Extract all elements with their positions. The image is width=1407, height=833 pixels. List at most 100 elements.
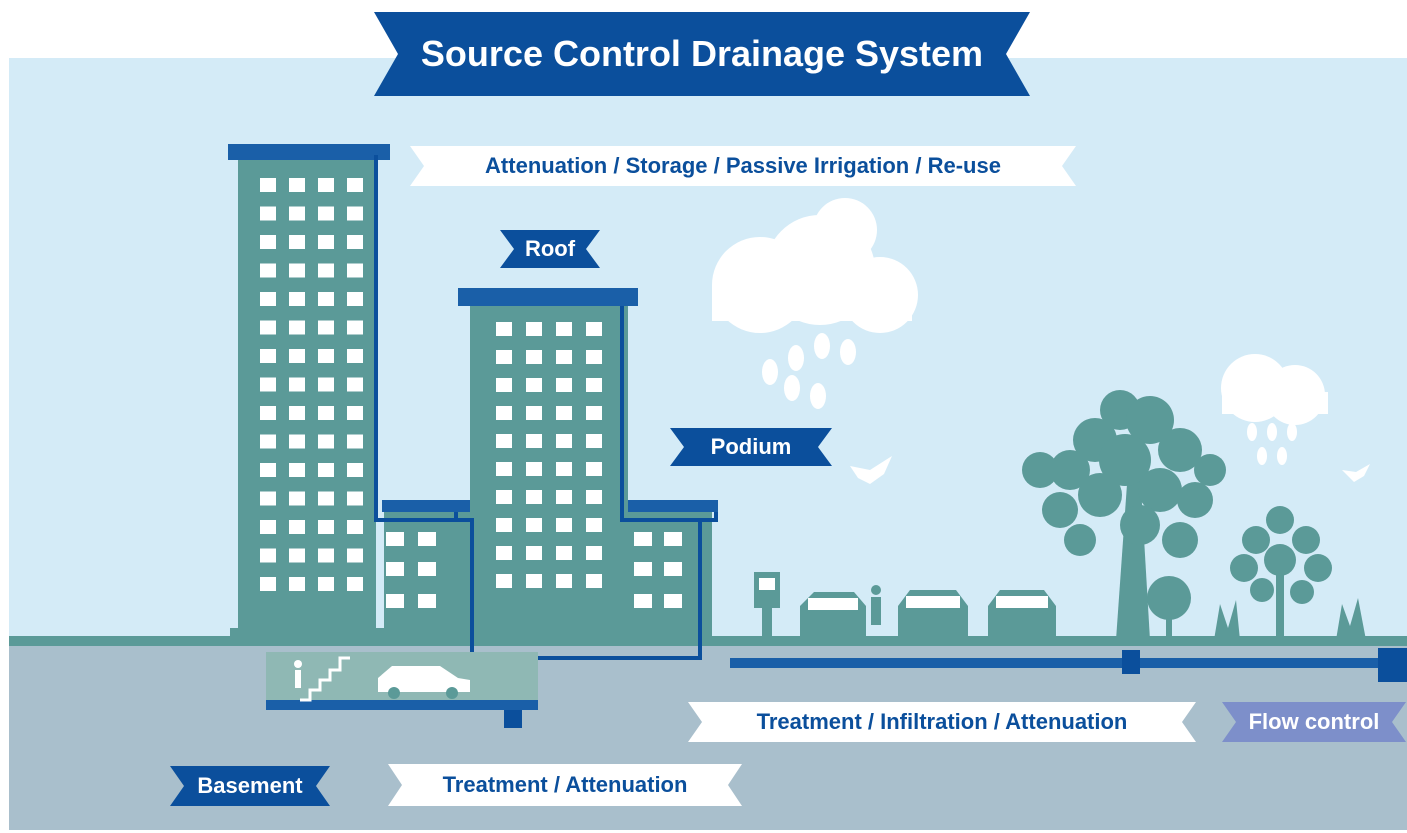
window (260, 548, 276, 563)
window (586, 378, 602, 392)
window (260, 377, 276, 392)
window (318, 463, 334, 477)
window (496, 434, 512, 448)
window (289, 349, 305, 363)
window (289, 434, 305, 449)
window (347, 491, 363, 506)
person-icon (294, 660, 302, 668)
window (526, 574, 542, 588)
window (260, 349, 276, 363)
window (289, 491, 305, 506)
car-icon (988, 590, 1056, 640)
tree-icon (1147, 576, 1191, 640)
window (260, 320, 276, 335)
grass-icon (1214, 598, 1366, 640)
window (289, 463, 305, 477)
window (586, 518, 602, 532)
person-icon (871, 585, 881, 625)
window (586, 462, 602, 476)
basement (266, 652, 538, 728)
window (586, 322, 602, 336)
tree-icon (1022, 390, 1226, 640)
window (347, 349, 363, 363)
window (526, 518, 542, 532)
window (289, 320, 305, 335)
window (318, 349, 334, 363)
window (526, 434, 542, 448)
window (260, 434, 276, 449)
window (260, 292, 276, 306)
window (556, 322, 572, 336)
window (526, 350, 542, 364)
cloud-rain-icon (712, 215, 918, 409)
window (318, 206, 334, 221)
window (496, 406, 512, 420)
window (586, 546, 602, 560)
window (556, 350, 572, 364)
window (496, 322, 512, 336)
window (556, 378, 572, 392)
page-title: Source Control Drainage System (374, 12, 1030, 96)
window (318, 406, 334, 420)
middle-tower (458, 288, 638, 642)
window (318, 377, 334, 392)
window (260, 491, 276, 506)
window (586, 406, 602, 420)
window (496, 350, 512, 364)
window (289, 406, 305, 420)
window (289, 292, 305, 306)
window (556, 490, 572, 504)
window (496, 546, 512, 560)
drain-pipes (374, 155, 718, 660)
window (318, 235, 334, 249)
window (347, 235, 363, 249)
bird-icon (1342, 464, 1370, 482)
low-block-left (382, 500, 474, 642)
tree-icon (1230, 506, 1332, 640)
window (318, 491, 334, 506)
window (347, 263, 363, 278)
flow-chamber-1 (1122, 650, 1140, 674)
window (260, 178, 276, 192)
label-flow-control: Flow control (1222, 702, 1406, 742)
window (496, 462, 512, 476)
window (260, 206, 276, 221)
window (526, 462, 542, 476)
window (347, 434, 363, 449)
infiltration-trench (730, 658, 1390, 668)
tower-windows (260, 178, 363, 591)
window (260, 463, 276, 477)
cloud-rain-icon (1221, 354, 1328, 465)
window (318, 520, 334, 534)
window (260, 263, 276, 278)
window (526, 406, 542, 420)
window (556, 574, 572, 588)
window (318, 320, 334, 335)
window (347, 292, 363, 306)
window (289, 235, 305, 249)
window (260, 406, 276, 420)
window (347, 463, 363, 477)
window (318, 178, 334, 192)
label-attenuation-storage: Attenuation / Storage / Passive Irrigati… (410, 146, 1076, 186)
window (289, 263, 305, 278)
window (526, 490, 542, 504)
window (347, 577, 363, 591)
label-treatment-attenuation: Treatment / Attenuation (388, 764, 742, 806)
window (496, 574, 512, 588)
window (347, 548, 363, 563)
window (526, 322, 542, 336)
window (347, 406, 363, 420)
window (526, 378, 542, 392)
window (260, 520, 276, 534)
window (556, 546, 572, 560)
window (526, 546, 542, 560)
window (347, 520, 363, 534)
window (586, 574, 602, 588)
label-basement: Basement (170, 766, 330, 806)
window (289, 206, 305, 221)
window (556, 434, 572, 448)
parking-meter-icon (754, 572, 780, 640)
window (318, 577, 334, 591)
bird-icon (850, 456, 892, 484)
